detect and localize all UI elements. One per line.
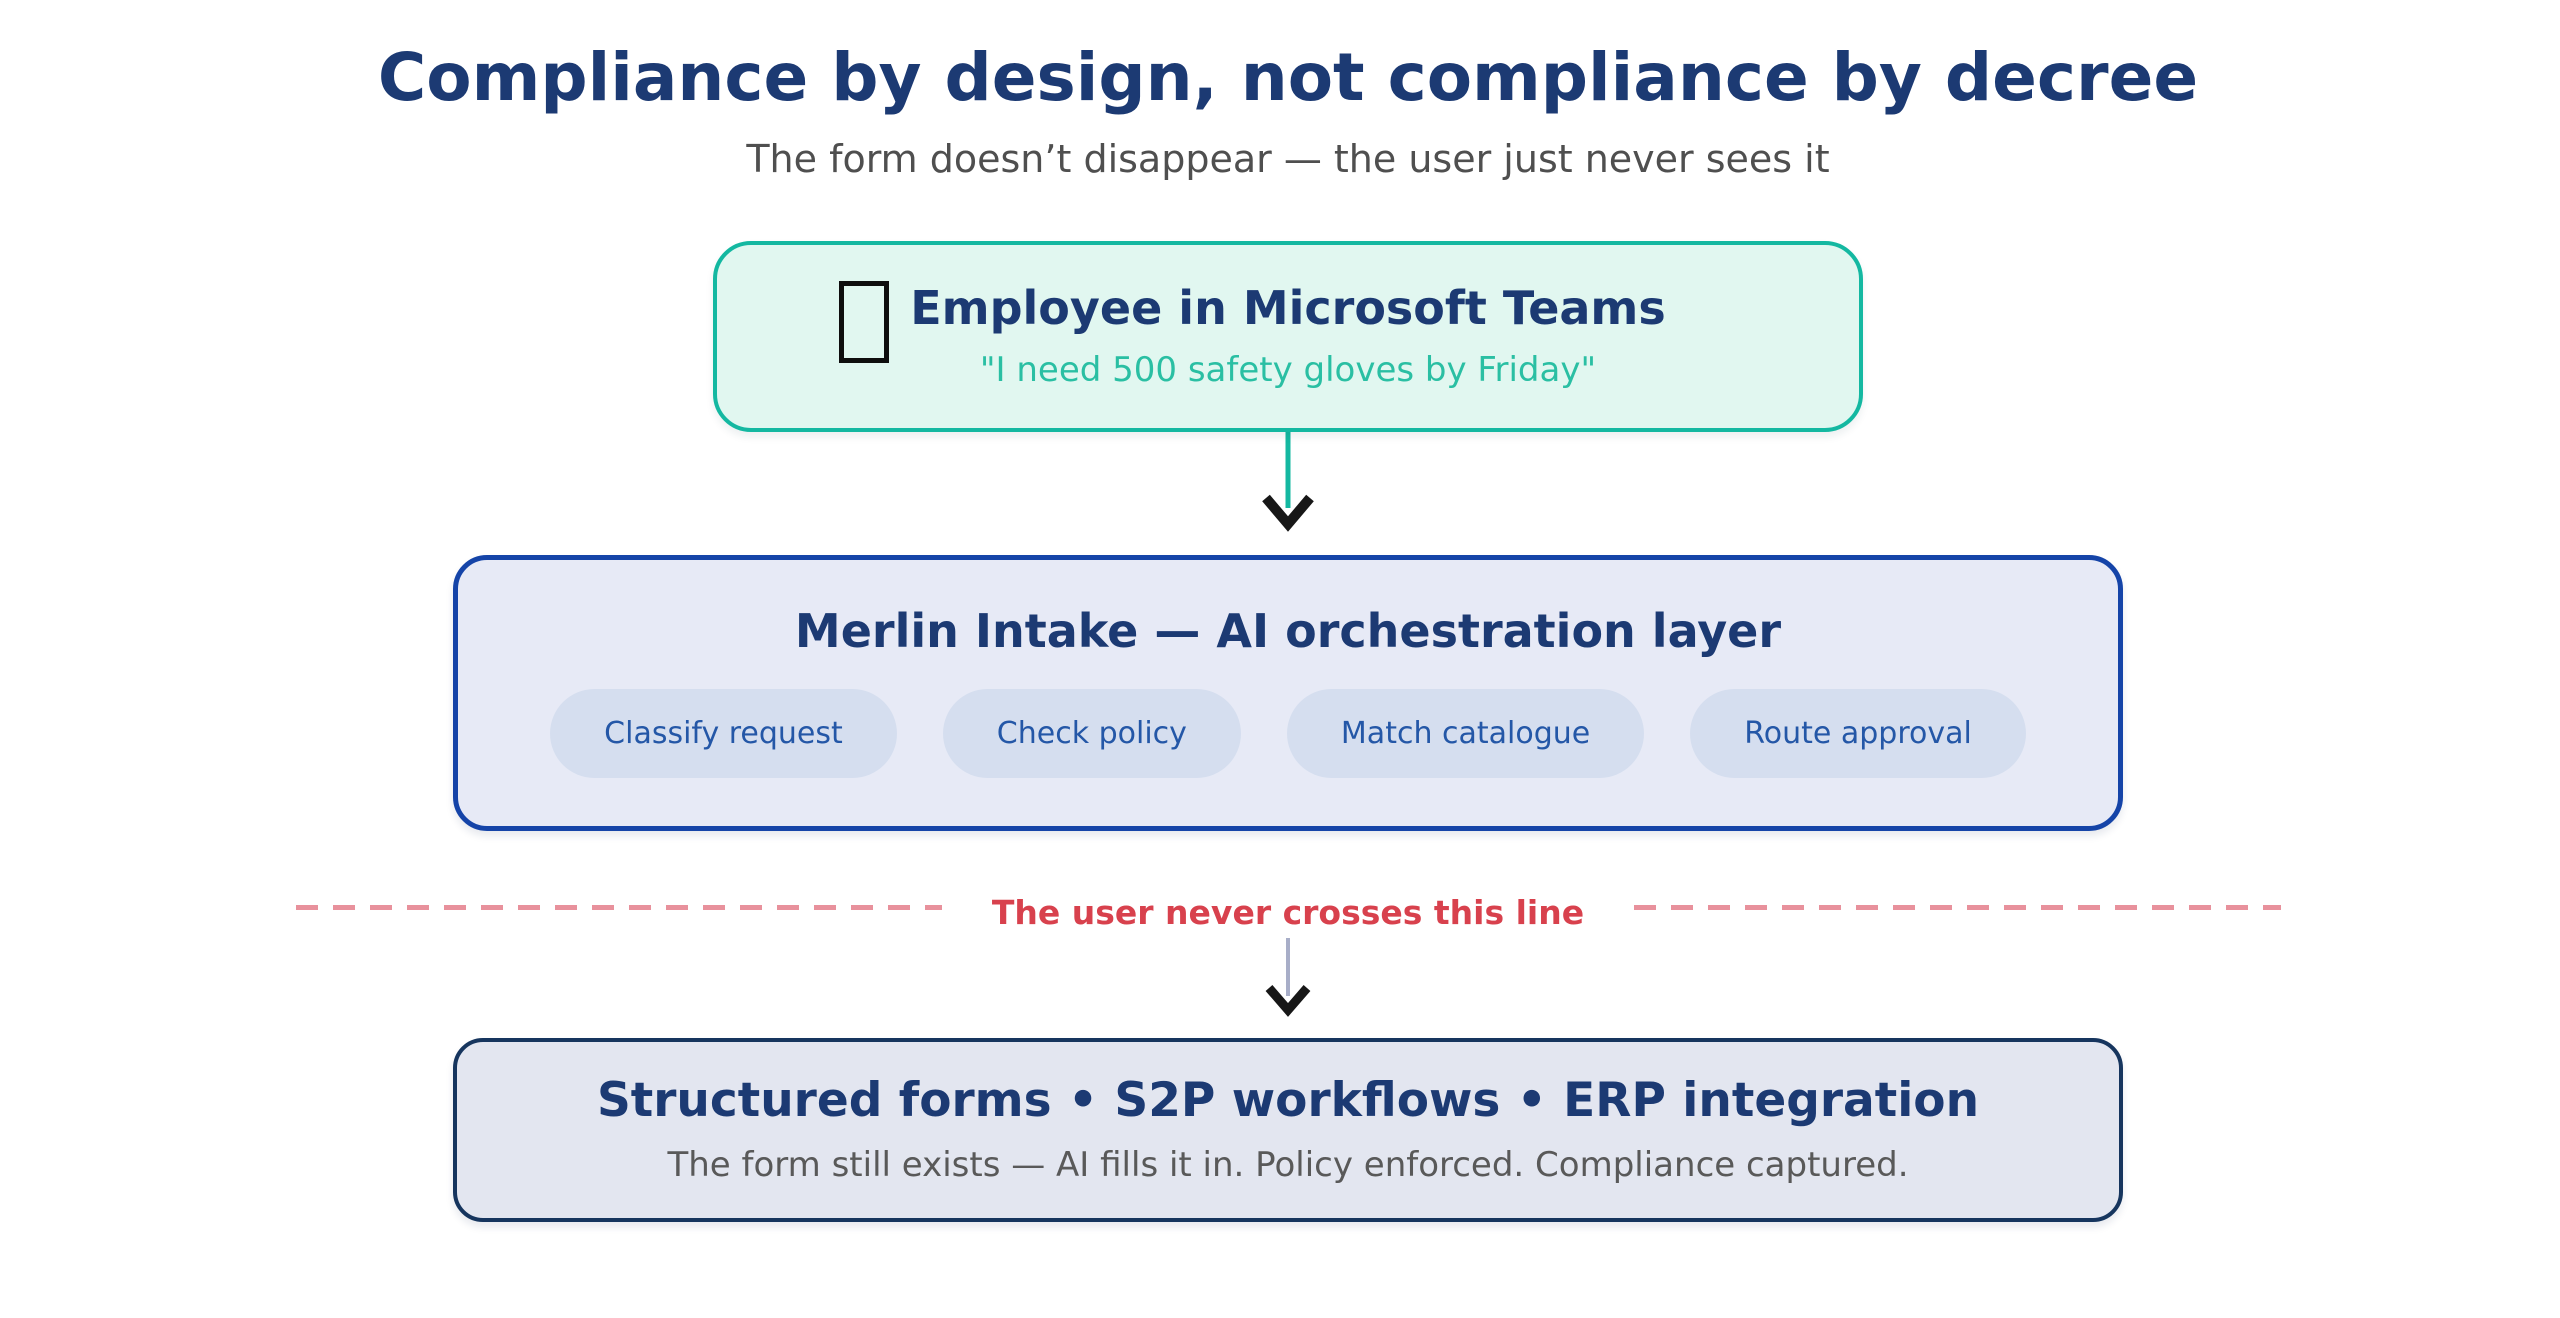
employee-node-quote: "I need 500 safety gloves by Friday" [979, 350, 1597, 391]
intake-steps-row: Classify request Check policy Match cata… [550, 688, 2026, 778]
intake-node-title: Merlin Intake — AI orchestration layer [794, 603, 1782, 658]
diagram-column: Compliance by design, not compliance by … [283, 0, 2293, 1222]
output-node: Structured forms • S2P workflows • ERP i… [453, 1037, 2123, 1222]
boundary-label: The user never crosses this line [991, 892, 1585, 932]
page-title: Compliance by design, not compliance by … [377, 39, 2199, 116]
employee-node: Employee in Microsoft Teams "I need 500 … [713, 240, 1863, 432]
boundary-dash-right [1634, 904, 2281, 910]
down-arrow-icon [1265, 937, 1311, 1017]
step-pill-check-policy: Check policy [942, 688, 1241, 778]
intake-node: Merlin Intake — AI orchestration layer C… [453, 554, 2123, 831]
employee-node-title: Employee in Microsoft Teams [910, 281, 1666, 336]
down-arrow-icon [1262, 431, 1314, 532]
output-node-subtitle: The form still exists — AI fills it in. … [667, 1145, 1909, 1186]
page-subtitle: The form doesn’t disappear — the user ju… [746, 136, 1830, 181]
missing-glyph-icon [839, 280, 889, 363]
output-node-title: Structured forms • S2P workflows • ERP i… [596, 1073, 1980, 1128]
step-pill-match-catalogue: Match catalogue [1286, 688, 1645, 778]
step-pill-route-approval: Route approval [1690, 688, 2026, 778]
boundary-dash-left [295, 904, 942, 910]
step-pill-classify-request: Classify request [550, 688, 897, 778]
boundary-row: The user never crosses this line [295, 883, 2281, 932]
